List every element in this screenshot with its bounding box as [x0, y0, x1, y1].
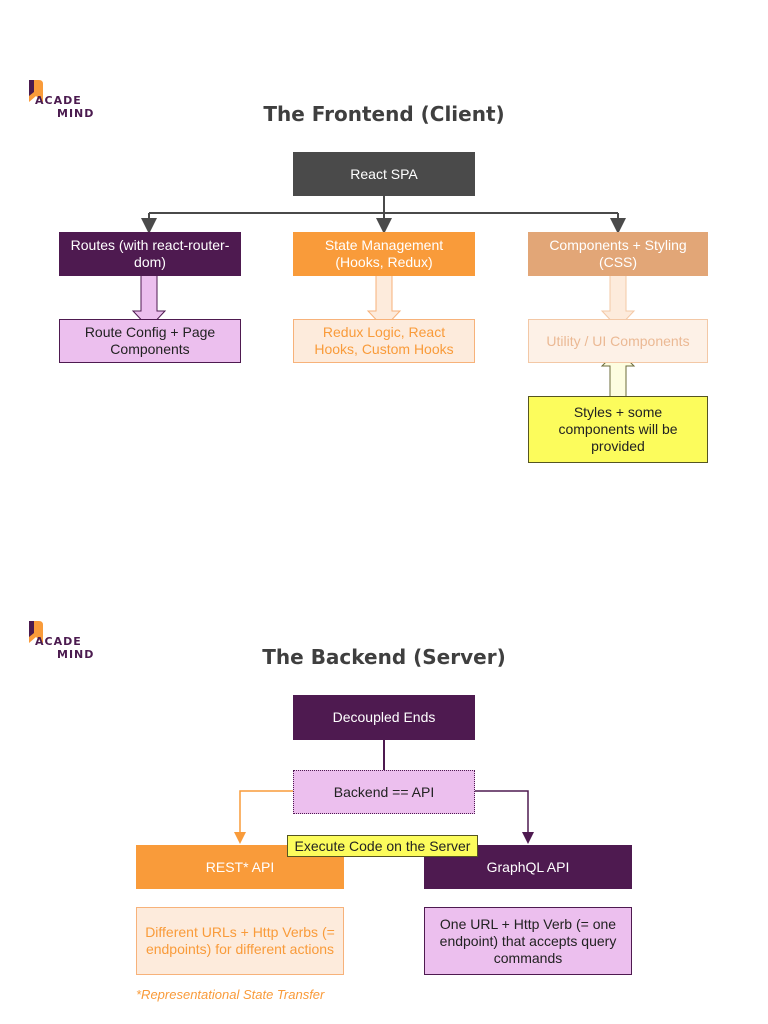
components-styling-box: Components + Styling (CSS) — [528, 232, 708, 276]
academind-logo: ACADE MIND — [29, 80, 119, 120]
redux-logic-box: Redux Logic, React Hooks, Custom Hooks — [293, 319, 475, 363]
logo-line-1: ACADE — [35, 635, 82, 648]
rest-footnote: *Representational State Transfer — [136, 987, 325, 1002]
graphql-description-box: One URL + Http Verb (= one endpoint) tha… — [424, 907, 632, 975]
route-config-box: Route Config + Page Components — [59, 319, 241, 363]
logo-line-2: MIND — [57, 107, 95, 120]
utility-ui-components-box: Utility / UI Components — [528, 319, 708, 363]
routes-box: Routes (with react-router-dom) — [59, 232, 241, 276]
academind-logo-2: ACADE MIND — [29, 621, 119, 661]
provided-note-box: Styles + some components will be provide… — [528, 396, 708, 463]
logo-line-1: ACADE — [35, 94, 82, 107]
frontend-title: The Frontend (Client) — [263, 102, 505, 126]
logo-line-2: MIND — [57, 648, 95, 661]
backend-title: The Backend (Server) — [262, 645, 506, 669]
state-management-box: State Management (Hooks, Redux) — [293, 232, 475, 276]
logo-flag-icon — [29, 621, 43, 643]
backend-api-box: Backend == API — [293, 770, 475, 814]
rest-connector — [234, 790, 293, 844]
rest-api-box: REST* API — [136, 845, 344, 889]
decoupled-ends-box: Decoupled Ends — [293, 695, 475, 740]
execute-code-label: Execute Code on the Server — [287, 835, 478, 857]
rest-description-box: Different URLs + Http Verbs (= endpoints… — [136, 907, 344, 975]
graphql-connector — [475, 790, 534, 844]
frontend-tree-connector — [141, 196, 626, 234]
logo-flag-icon — [29, 80, 43, 102]
react-spa-box: React SPA — [293, 152, 475, 196]
